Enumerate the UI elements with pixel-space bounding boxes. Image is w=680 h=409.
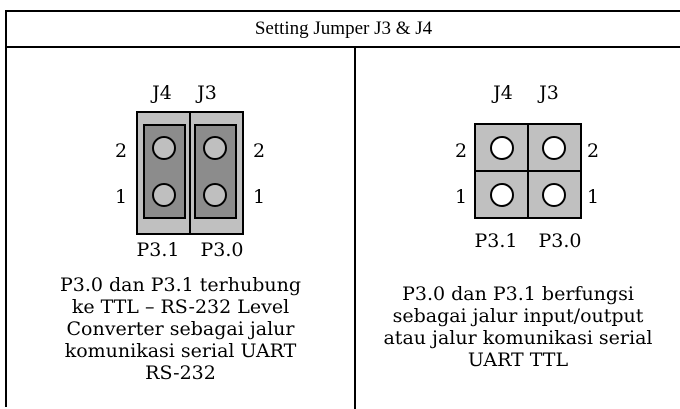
jumper-setting-table: Setting Jumper J3 & J4 J4 J3 2 1 2 1 P3.…	[5, 10, 680, 409]
pin-j3-2	[542, 136, 566, 160]
table-title: Setting Jumper J3 & J4	[7, 12, 680, 48]
description-installed: P3.0 dan P3.1 terhubung ke TTL – RS-232 …	[7, 274, 354, 384]
row-label-1-right: 1	[253, 186, 265, 208]
description-open: P3.0 dan P3.1 berfungsi sebagai jalur in…	[356, 283, 680, 371]
row-label-1-left: 1	[115, 186, 127, 208]
description-line: P3.0 dan P3.1 berfungsi	[402, 283, 634, 305]
panel-jumpers-installed: J4 J3 2 1 2 1 P3.1 P3.0 P3.0 dan P3.1 te…	[7, 50, 354, 409]
column-divider	[354, 48, 356, 409]
description-line: P3.0 dan P3.1 terhubung	[59, 274, 302, 296]
jumper-diagram-open: J4 J3 2 1 2 1 P3.1 P3.0	[455, 82, 599, 252]
jumper-label-j3: J3	[195, 82, 217, 104]
description-line: ke TTL – RS-232 Level	[71, 296, 290, 318]
jumper-label-j4: J4	[150, 82, 172, 104]
pin-block-installed	[136, 111, 244, 235]
row-label-1-left: 1	[455, 186, 467, 208]
pin-j3-2	[203, 136, 227, 160]
pin-j4-1	[152, 183, 176, 207]
panel-jumpers-open: J4 J3 2 1 2 1 P3.1 P3.0 P3.0 dan P3.1 be…	[356, 50, 680, 409]
pin-j3-1	[542, 183, 566, 207]
row-label-1-right: 1	[587, 186, 599, 208]
port-label-p30: P3.0	[200, 239, 243, 261]
row-label-2-left: 2	[115, 140, 127, 162]
jumper-label-j3: J3	[537, 82, 559, 104]
pin-block-open	[474, 123, 582, 219]
port-label-p30: P3.0	[538, 230, 581, 252]
description-line: RS-232	[145, 362, 216, 384]
port-label-p31: P3.1	[136, 239, 179, 261]
jumper-diagram-installed: J4 J3 2 1 2 1 P3.1 P3.0	[115, 82, 265, 261]
description-line: komunikasi serial UART	[64, 340, 297, 362]
pin-j4-1	[490, 183, 514, 207]
row-label-2-left: 2	[455, 140, 467, 162]
description-line: UART TTL	[467, 349, 569, 371]
row-label-2-right: 2	[587, 140, 599, 162]
port-label-p31: P3.1	[474, 230, 517, 252]
pin-j4-2	[490, 136, 514, 160]
row-label-2-right: 2	[253, 140, 265, 162]
description-line: atau jalur komunikasi serial	[383, 327, 653, 349]
pin-j3-1	[203, 183, 227, 207]
description-line: Converter sebagai jalur	[66, 318, 295, 340]
pin-j4-2	[152, 136, 176, 160]
jumper-label-j4: J4	[491, 82, 513, 104]
description-line: sebagai jalur input/output	[392, 305, 644, 327]
